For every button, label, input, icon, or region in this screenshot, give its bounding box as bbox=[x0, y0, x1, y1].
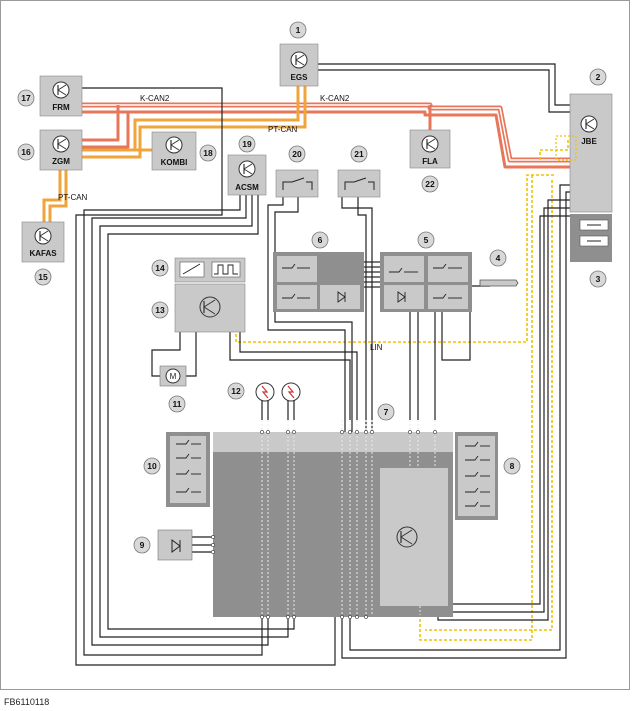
callout-9: 9 bbox=[133, 536, 151, 554]
callout-11: 11 bbox=[168, 395, 186, 413]
callout-5: 5 bbox=[417, 231, 435, 249]
ecu-egs: EGS bbox=[279, 43, 319, 87]
switch-21 bbox=[337, 169, 381, 198]
svg-text:19: 19 bbox=[242, 139, 252, 149]
ecu-fla: FLA bbox=[409, 129, 451, 169]
svg-text:11: 11 bbox=[173, 399, 182, 409]
jbe-label: JBE bbox=[581, 137, 597, 146]
svg-text:2: 2 bbox=[596, 72, 601, 82]
svg-text:6: 6 bbox=[318, 235, 323, 245]
callout-21: 21 bbox=[350, 145, 368, 163]
kcan2-bus bbox=[82, 102, 570, 169]
svg-text:21: 21 bbox=[354, 149, 364, 159]
module-5-block bbox=[380, 252, 472, 312]
fuse-box-3 bbox=[570, 214, 612, 262]
ptcan-label-left: PT-CAN bbox=[58, 193, 88, 202]
transistor-icon bbox=[290, 51, 308, 69]
callout-12: 12 bbox=[227, 382, 245, 400]
svg-text:8: 8 bbox=[510, 461, 515, 471]
ecu-frm: FRM bbox=[39, 75, 83, 117]
ecu-zgm: ZGM bbox=[39, 129, 83, 171]
svg-text:18: 18 bbox=[203, 148, 213, 158]
callout-16: 16 bbox=[17, 143, 35, 161]
ecu-kombi: KOMBI bbox=[151, 131, 197, 171]
svg-text:14: 14 bbox=[155, 263, 165, 273]
svg-text:16: 16 bbox=[21, 147, 31, 157]
ptcan-bus bbox=[42, 86, 307, 222]
callout-22: 22 bbox=[421, 175, 439, 193]
svg-text:10: 10 bbox=[147, 461, 157, 471]
svg-text:17: 17 bbox=[21, 93, 31, 103]
sensor-12-pair bbox=[255, 382, 301, 402]
fla-label: FLA bbox=[422, 157, 438, 166]
module-13-block bbox=[174, 283, 246, 333]
callout-14: 14 bbox=[151, 259, 169, 277]
svg-text:7: 7 bbox=[384, 407, 389, 417]
callout-markers: 1 2 3 4 5 6 7 8 9 10 11 12 13 14 15 16 1… bbox=[17, 21, 607, 554]
module-14-block bbox=[174, 257, 246, 283]
egs-label: EGS bbox=[291, 73, 309, 82]
lin-label: LIN bbox=[370, 343, 383, 352]
svg-text:12: 12 bbox=[231, 386, 241, 396]
ecu-jbe: JBE bbox=[580, 115, 598, 146]
svg-text:1: 1 bbox=[296, 25, 301, 35]
motor-symbol: M bbox=[170, 372, 177, 381]
callout-18: 18 bbox=[199, 144, 217, 162]
callout-7: 7 bbox=[377, 403, 395, 421]
callout-2: 2 bbox=[589, 68, 607, 86]
jbe-block bbox=[555, 93, 613, 213]
module-8-block bbox=[455, 432, 498, 520]
callout-8: 8 bbox=[503, 457, 521, 475]
kcan2-label-right: K-CAN2 bbox=[320, 94, 350, 103]
frm-label: FRM bbox=[52, 103, 70, 112]
callout-17: 17 bbox=[17, 89, 35, 107]
svg-text:5: 5 bbox=[424, 235, 429, 245]
callout-3: 3 bbox=[589, 270, 607, 288]
svg-text:3: 3 bbox=[596, 274, 601, 284]
svg-text:9: 9 bbox=[140, 540, 145, 550]
callout-19: 19 bbox=[238, 135, 256, 153]
callout-1: 1 bbox=[289, 21, 307, 39]
svg-text:15: 15 bbox=[38, 272, 48, 282]
figure-id: FB6110118 bbox=[4, 697, 50, 707]
callout-13: 13 bbox=[151, 301, 169, 319]
callout-4: 4 bbox=[489, 249, 507, 267]
ecu-kafas: KAFAS bbox=[21, 221, 65, 263]
svg-text:13: 13 bbox=[155, 305, 165, 315]
kcan2-label-left: K-CAN2 bbox=[140, 94, 170, 103]
lin-bus bbox=[235, 140, 569, 641]
kombi-label: KOMBI bbox=[161, 158, 188, 167]
zgm-label: ZGM bbox=[52, 157, 70, 166]
module-6-block bbox=[273, 252, 364, 312]
motor-11: M bbox=[159, 365, 187, 387]
kafas-label: KAFAS bbox=[29, 249, 57, 258]
callout-20: 20 bbox=[288, 145, 306, 163]
ptcan-label-top: PT-CAN bbox=[268, 125, 298, 134]
module-10-block bbox=[166, 432, 210, 507]
module-7-block bbox=[211, 420, 453, 619]
svg-text:4: 4 bbox=[496, 253, 501, 263]
wire-harness bbox=[75, 63, 576, 666]
switch-20 bbox=[275, 169, 319, 198]
callout-6: 6 bbox=[311, 231, 329, 249]
svg-text:20: 20 bbox=[292, 149, 302, 159]
module-4-sensor bbox=[479, 279, 519, 287]
module-9-block bbox=[157, 529, 193, 561]
svg-text:22: 22 bbox=[425, 179, 435, 189]
acsm-label: ACSM bbox=[235, 183, 259, 192]
callout-15: 15 bbox=[34, 268, 52, 286]
ecu-acsm: ACSM bbox=[227, 154, 267, 196]
callout-10: 10 bbox=[143, 457, 161, 475]
